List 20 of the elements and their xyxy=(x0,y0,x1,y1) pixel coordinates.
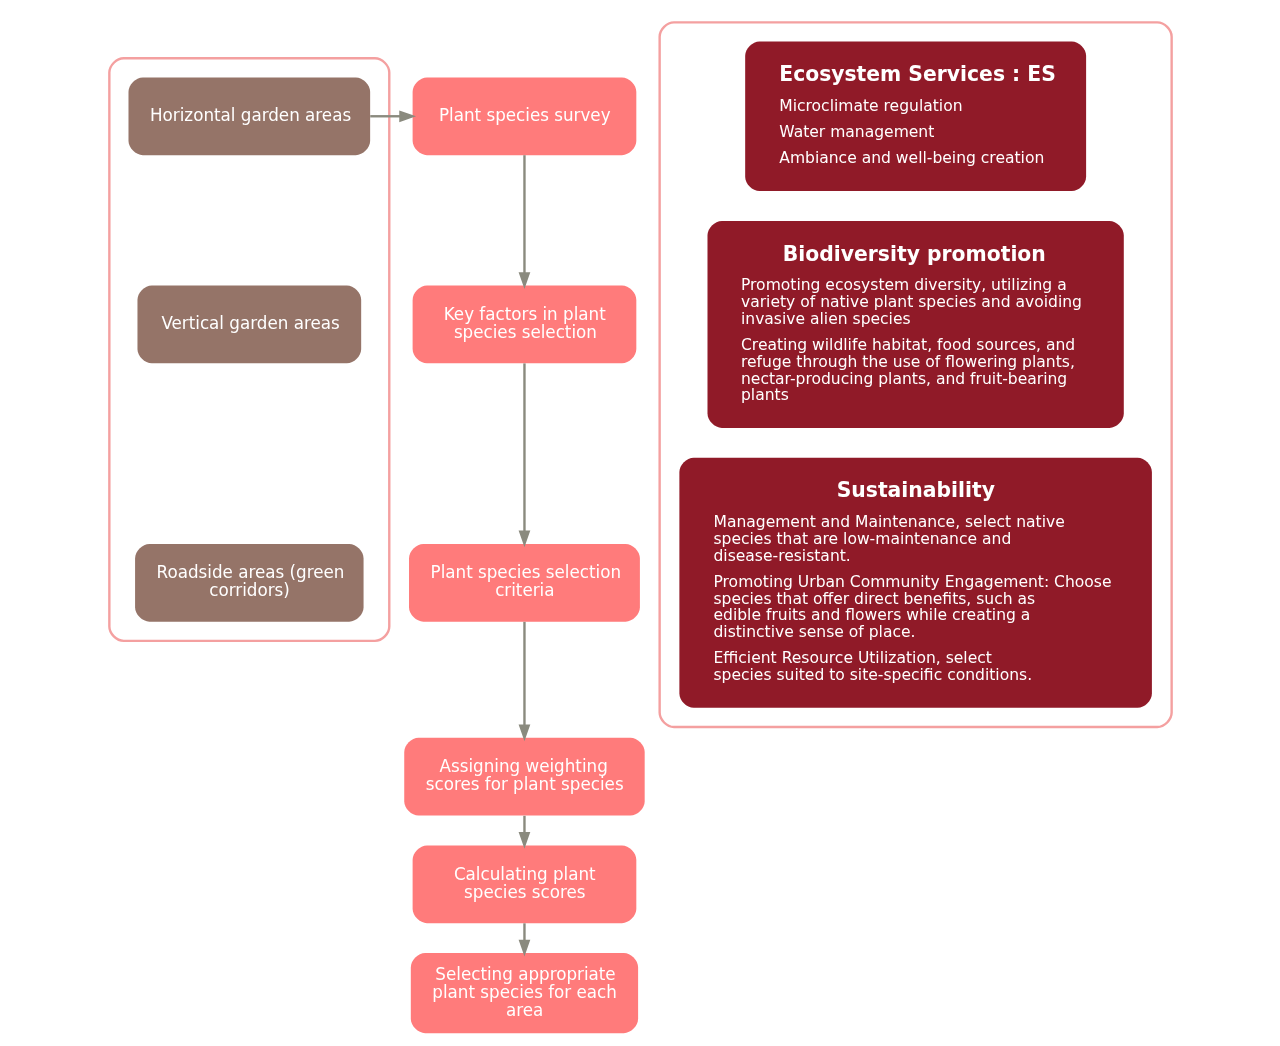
cluster xyxy=(107,57,390,643)
node-box: Plant species survey xyxy=(412,77,636,156)
arrow xyxy=(518,815,530,849)
cluster xyxy=(657,21,1173,729)
node-box: Key factors in plant species selection xyxy=(412,285,636,364)
node-box: Horizontal garden areas xyxy=(128,77,370,156)
node-box: Plant species selection criteria xyxy=(408,543,640,622)
arrow xyxy=(369,110,416,123)
node-box: Calculating plant species scores xyxy=(412,845,636,924)
arrow xyxy=(518,621,530,742)
node-box: Biodiversity promotion Promoting ecosystem diversity, utilizing a variety of native plant species and avoiding invasive alien species Creating wildlife habitat, food sources, and refuge through the use of flowering plants, nectar-producing plants, and fruit-bearing plants xyxy=(707,220,1124,428)
node-box: Sustainability Management and Maintenance, select native species that are low-maintenance and disease-resistant. Promoting Urban Community Engagement: Choose species that offer direct benefits, such as edible fruits and flowers while creating a distinctive sense of place. Efficient Resource Utilization, select species suited to site-specific conditions. xyxy=(678,457,1152,708)
arrow xyxy=(518,923,530,957)
node-box: Ecosystem Services : ES Microclimate regulation Water management Ambiance and well-being creation xyxy=(744,41,1086,192)
node-box: Assigning weighting scores for plant species xyxy=(403,737,645,816)
node-box: Vertical garden areas xyxy=(136,285,361,364)
arrow xyxy=(518,363,530,548)
node-box: Roadside areas (green corridors) xyxy=(134,543,364,622)
node-box: Selecting appropriate plant species for each area xyxy=(410,953,638,1034)
arrow xyxy=(518,155,530,289)
